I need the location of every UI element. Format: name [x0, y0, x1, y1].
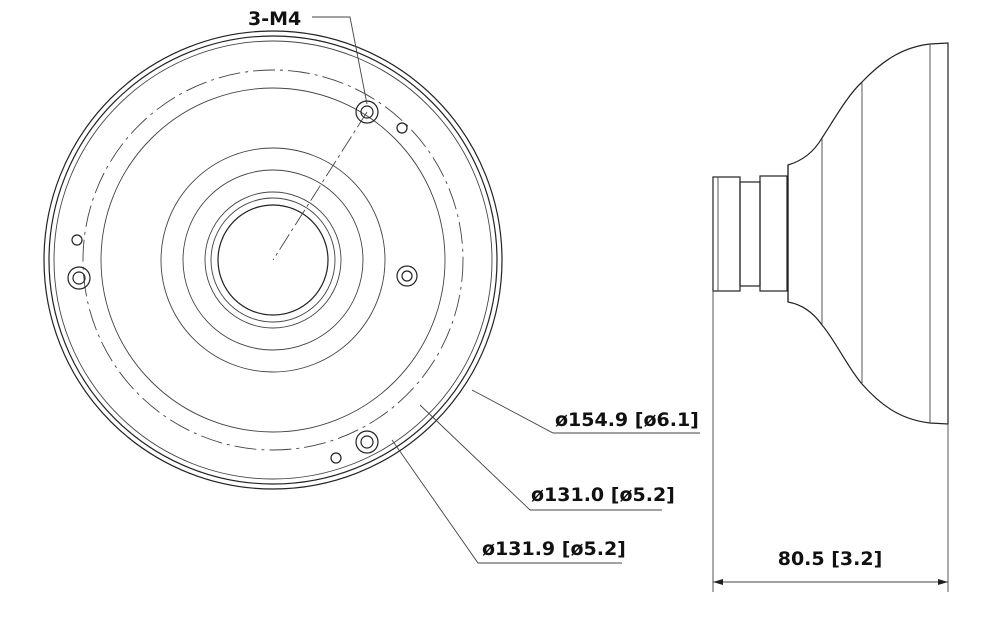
side-view [712, 42, 949, 425]
leaders [312, 16, 700, 564]
knob-icon [396, 265, 418, 287]
hub-ring [182, 169, 364, 351]
outer-diameter-label: ø154.9 [ø6.1] [555, 409, 699, 431]
cable-hole [217, 204, 329, 316]
screw-icon [67, 234, 91, 290]
hub-ring-3 [210, 197, 336, 323]
screw-icon [355, 100, 408, 134]
outer-rim [43, 30, 503, 490]
depth-dimension [712, 291, 949, 592]
front-view [43, 30, 503, 490]
hub-outer [160, 147, 386, 373]
inner-face [100, 87, 446, 433]
depth-label: 80.5 [3.2] [778, 548, 883, 570]
bolt-circle [82, 69, 464, 451]
screw-spec-label: 3-M4 [248, 8, 301, 30]
rim-edge [53, 40, 493, 480]
mount-diameter-label: ø131.9 [ø5.2] [482, 538, 626, 560]
bolt-circle-label: ø131.0 [ø5.2] [531, 484, 675, 506]
screw-icon [330, 430, 379, 464]
hub-ring-2 [204, 191, 342, 329]
outer-rim-inner [48, 35, 498, 485]
